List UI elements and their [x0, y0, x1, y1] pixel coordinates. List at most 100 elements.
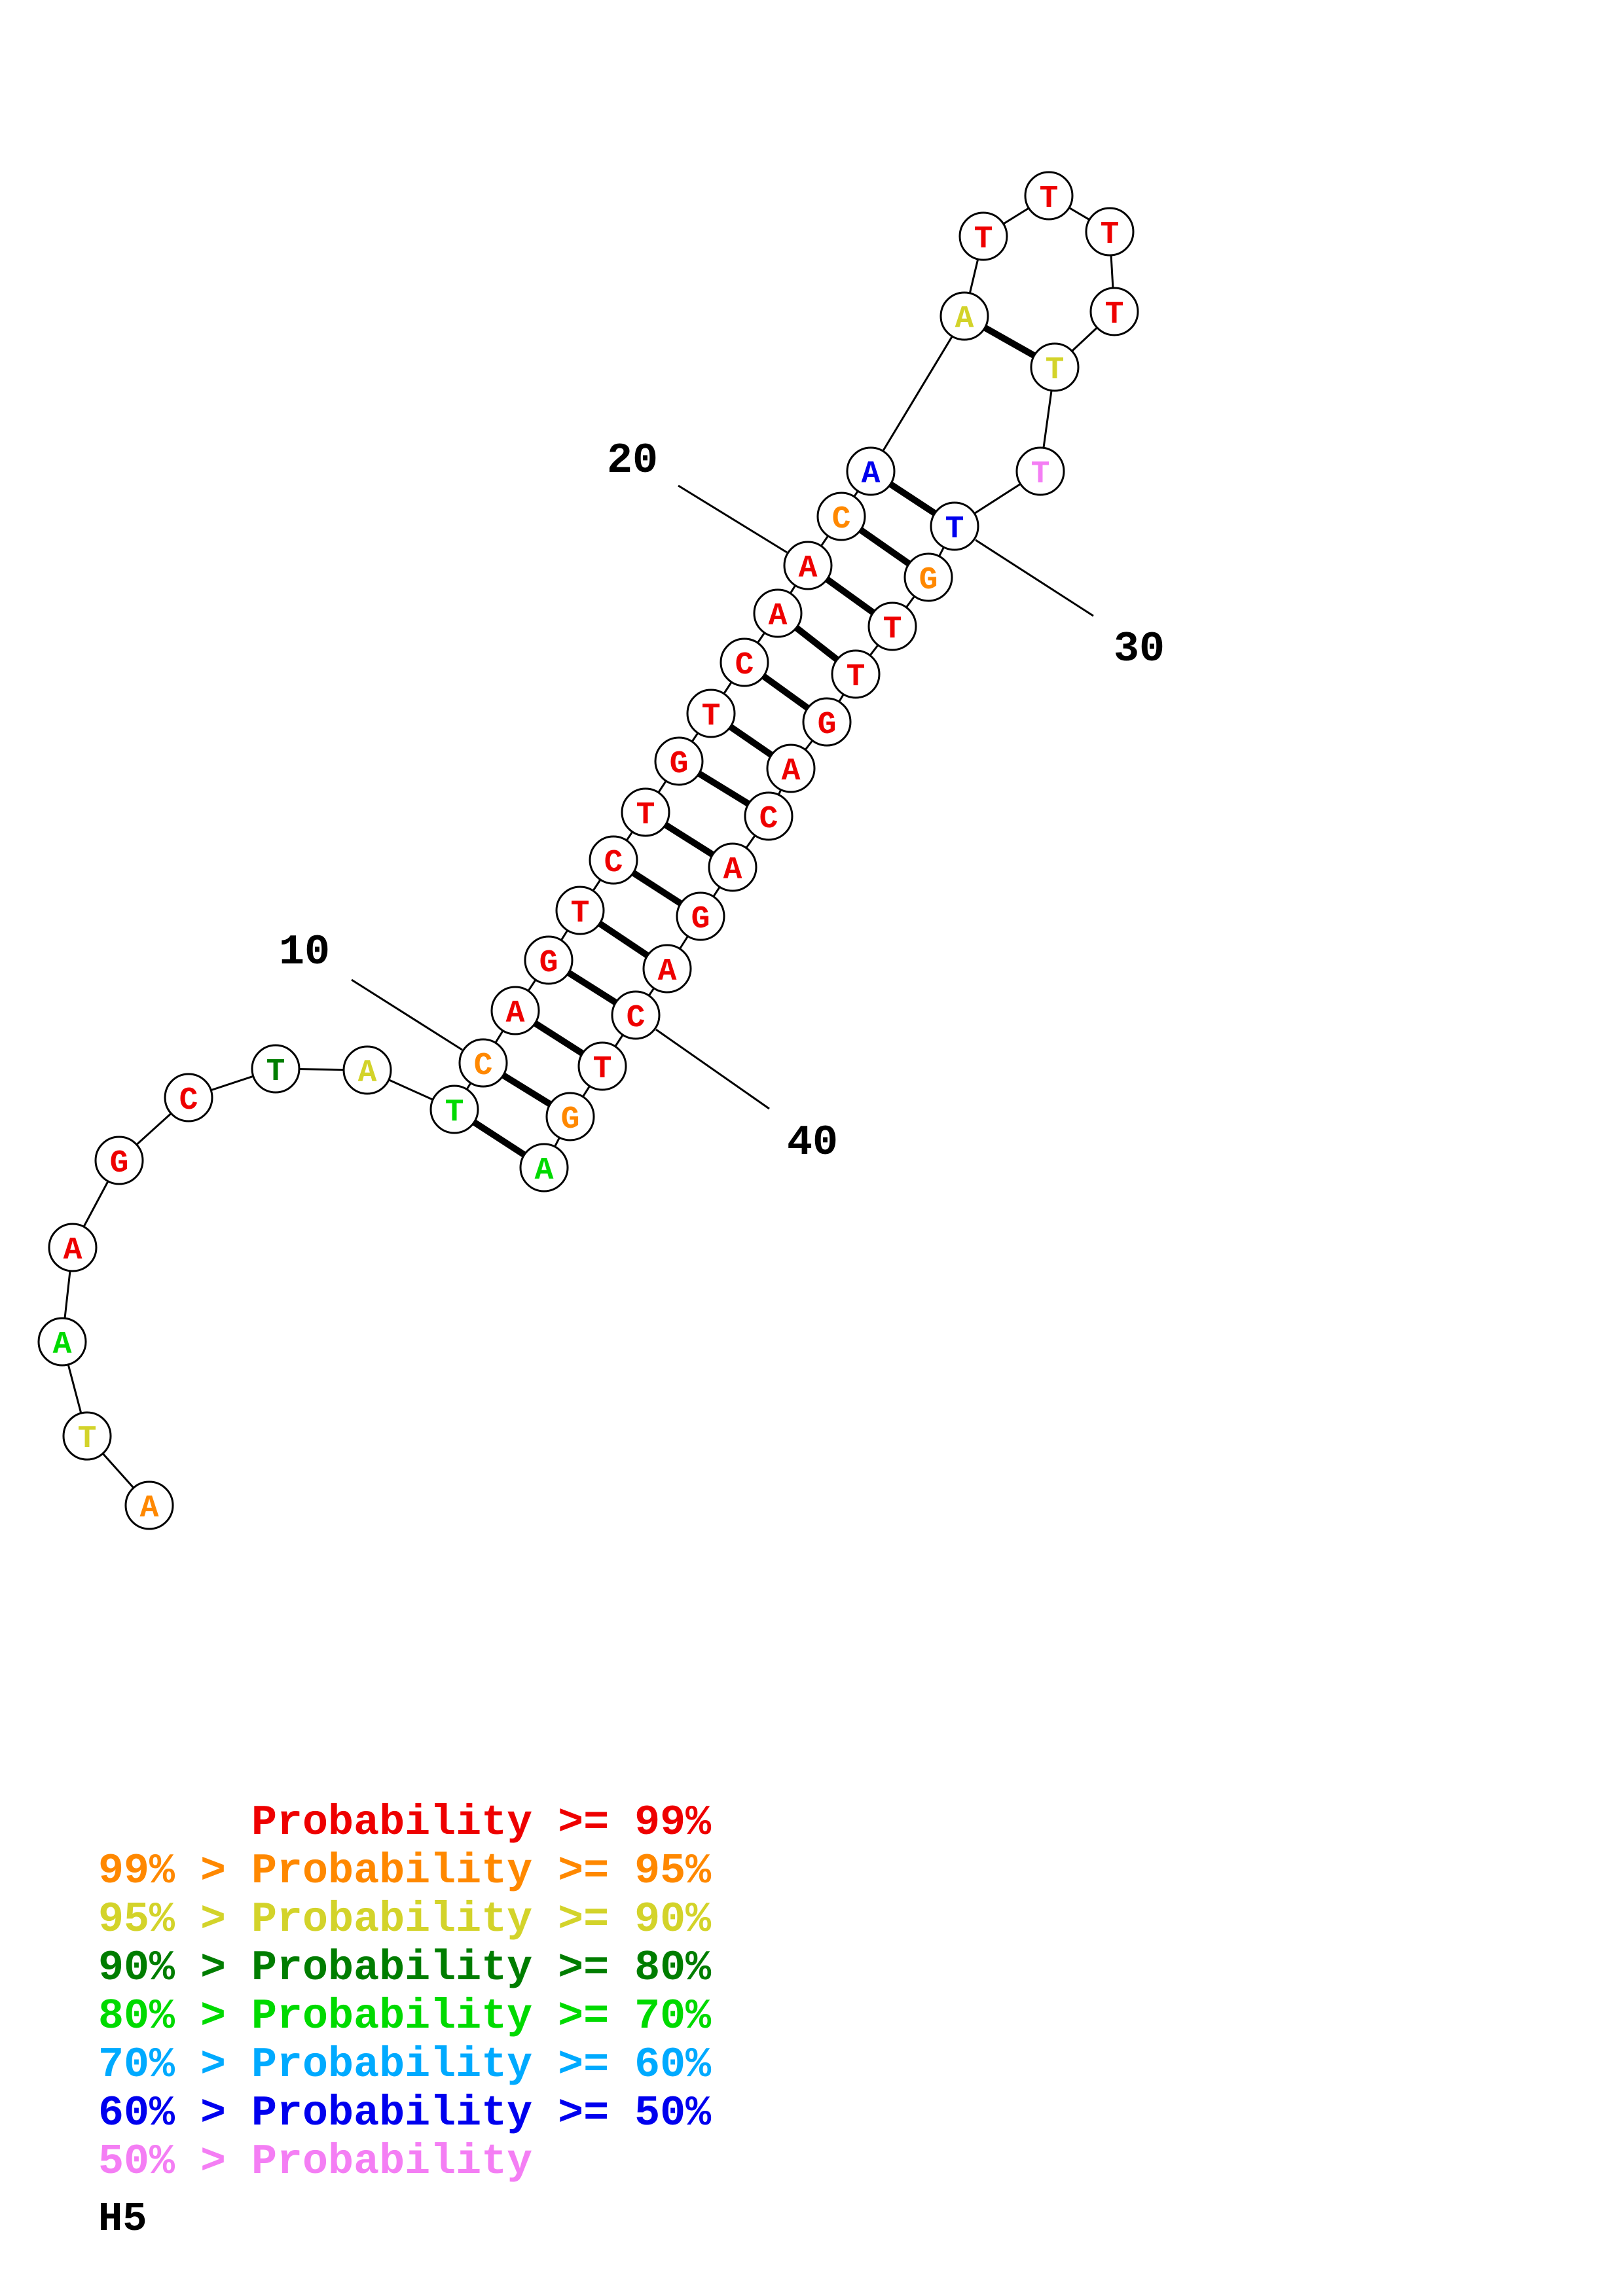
nucleotide: T	[1024, 171, 1074, 221]
nucleotide-letter: A	[53, 1327, 72, 1363]
nucleotide-letter: G	[691, 902, 710, 937]
nucleotide: T	[930, 501, 979, 551]
nucleotide: A	[37, 1317, 87, 1367]
nucleotide-letter: T	[636, 798, 655, 833]
nucleotide-letter: A	[658, 954, 677, 990]
nucleotide-circle	[708, 842, 757, 892]
number-leader-line	[351, 978, 463, 1051]
legend-row: Probability >= 99%	[98, 1799, 712, 1847]
nucleotide-circle	[611, 990, 661, 1040]
nucleotide-letter: C	[604, 846, 623, 881]
nucleotide: T	[831, 649, 881, 699]
nucleotide: A	[939, 291, 989, 341]
nucleotide-letter: G	[110, 1146, 129, 1181]
legend-row: 99% > Probability >= 95%	[98, 1847, 712, 1895]
nucleotide-circle	[642, 944, 692, 994]
nucleotide-circle	[766, 744, 816, 793]
nucleotide: A	[783, 541, 833, 590]
nucleotide-letter: G	[539, 946, 558, 981]
nucleotide: G	[802, 697, 852, 747]
nucleotide: T	[577, 1041, 627, 1091]
nucleotide-letter: T	[571, 896, 590, 931]
nucleotide: T	[555, 886, 605, 935]
nucleotide-circle	[1024, 171, 1074, 221]
nucleotide-circle	[744, 791, 793, 841]
nucleotide-circle	[1089, 287, 1139, 336]
nucleotide: C	[720, 637, 769, 687]
nucleotide: T	[686, 689, 736, 738]
legend-row: 60% > Probability >= 50%	[98, 2089, 712, 2138]
nucleotide: A	[342, 1045, 392, 1095]
nucleotide-circle	[37, 1317, 87, 1367]
nucleotide-circle	[676, 891, 725, 941]
nucleotide: G	[676, 891, 725, 941]
figure-title: H5	[98, 2196, 147, 2242]
nucleotide: A	[846, 446, 896, 496]
nucleotide-circle	[589, 835, 638, 885]
nucleotide-letter: T	[266, 1054, 285, 1090]
nucleotide-circle	[577, 1041, 627, 1091]
nucleotide-letter: T	[1031, 457, 1050, 492]
nucleotide-letter: C	[832, 502, 851, 537]
nucleotide-letter: A	[723, 853, 742, 888]
nucleotide-circle	[524, 935, 574, 985]
nucleotide: A	[519, 1143, 569, 1193]
nucleotide: A	[753, 588, 803, 638]
nucleotide: G	[545, 1092, 595, 1141]
nucleotide-circle	[903, 552, 953, 602]
nucleotide: T	[867, 601, 917, 651]
nucleotide-circle	[519, 1143, 569, 1193]
nucleotide: T	[1030, 342, 1080, 392]
nucleotide-letter: A	[782, 754, 801, 789]
nucleotide: T	[621, 787, 670, 837]
nucleotide-letter: A	[769, 599, 788, 634]
nucleotide-circle	[846, 446, 896, 496]
nucleotide: A	[490, 986, 540, 1035]
nucleotide-circle	[94, 1136, 144, 1185]
sequence-number-label: 10	[279, 928, 330, 977]
nucleotide-letter: C	[474, 1049, 493, 1084]
nucleotide-circle	[783, 541, 833, 590]
nucleotide-letter: T	[1105, 297, 1124, 332]
nucleotide-circle	[802, 697, 852, 747]
nucleotide-letter: A	[64, 1233, 82, 1268]
nucleotide-circle	[831, 649, 881, 699]
number-leader-line	[975, 539, 1094, 617]
nucleotide-letter: T	[974, 222, 993, 257]
legend-row: 95% > Probability >= 90%	[98, 1895, 712, 1944]
nucleotide-letter: T	[445, 1095, 464, 1130]
nucleotide: A	[708, 842, 757, 892]
nucleotide-circle	[490, 986, 540, 1035]
nucleotide: C	[589, 835, 638, 885]
legend-row: 50% > Probability	[98, 2138, 533, 2186]
nucleotide-letter: A	[862, 457, 881, 492]
nucleotide-letter: T	[945, 512, 964, 547]
nucleotide: G	[654, 736, 704, 786]
sequence-number-label: 40	[787, 1119, 838, 1167]
nucleotide-letter: T	[1040, 181, 1059, 217]
nucleotide-circle	[555, 886, 605, 935]
nucleotide-circle	[124, 1480, 174, 1530]
nucleotide-circle	[867, 601, 917, 651]
legend-row: 70% > Probability >= 60%	[98, 2041, 712, 2089]
nucleotide: T	[1085, 207, 1135, 257]
nucleotide: T	[1015, 446, 1065, 496]
nucleotide: A	[642, 944, 692, 994]
nucleotide-letter: C	[759, 802, 778, 837]
nucleotide-circle	[48, 1223, 98, 1272]
nucleotide-letter: A	[140, 1491, 159, 1526]
nucleotide-letter: T	[593, 1052, 612, 1087]
nucleotide-circle	[1015, 446, 1065, 496]
sequence-number-label: 20	[607, 437, 658, 485]
sequence-number-label: 30	[1114, 625, 1165, 673]
nucleotide-circle	[816, 492, 866, 541]
number-leader-line	[678, 484, 788, 554]
nucleotide-circle	[686, 689, 736, 738]
nucleotide-letter: T	[702, 699, 721, 734]
nucleotide: T	[429, 1085, 479, 1134]
nucleotide-circle	[62, 1411, 112, 1461]
nucleotide: T	[958, 211, 1008, 261]
nucleotide: A	[124, 1480, 174, 1530]
